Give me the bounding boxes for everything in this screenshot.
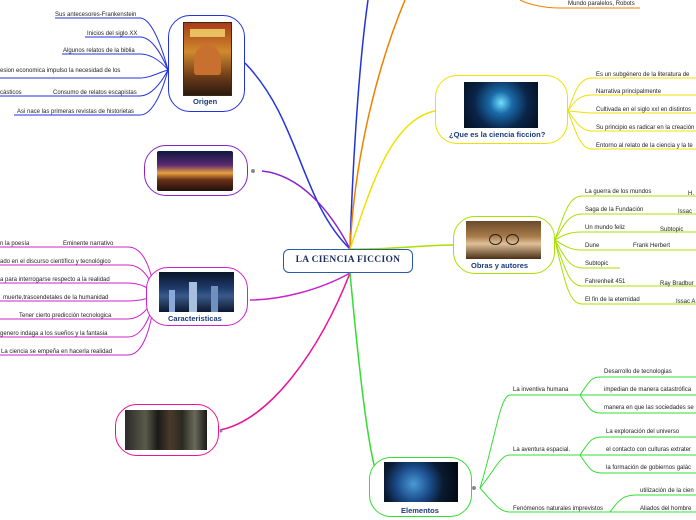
obra-author: Subtopic <box>660 227 684 233</box>
obra-author: Issac <box>678 209 693 215</box>
city-night-image <box>159 272 234 312</box>
elementos-item: la formación de gobiernos galác <box>606 465 692 471</box>
que-es-item: Cultivada en el siglo xxI en distintos <box>596 107 692 113</box>
top-orange-item: Mundo paralelos, Robots <box>568 1 635 7</box>
elementos-item: impedian de manera catastrófica <box>604 387 692 393</box>
origen-book-cover-image <box>183 22 232 96</box>
caracteristica-item: Eminente narrativo <box>63 241 114 247</box>
obra-work: El fin de la eternidad <box>585 297 640 303</box>
origen-subitem: cásticos <box>0 90 22 96</box>
elementos-item: La exploración del universo <box>606 429 680 435</box>
obra-work: Un mundo feliz <box>585 225 626 231</box>
que-es-book-image <box>464 82 538 128</box>
planet-space-image <box>384 462 458 502</box>
que-es-item: Narrativa principalmente <box>596 89 662 95</box>
caracteristica-item: a para interrogarse respecto a la realid… <box>0 277 110 283</box>
author-portrait-image <box>466 221 541 259</box>
origen-item: Asi nace las primeras revistas de histor… <box>17 109 135 115</box>
elementos-item: Desarrollo de tecnologias <box>604 369 672 375</box>
caracteristicas-title: Caracteristicas <box>168 314 222 323</box>
caracteristica-item: muerte,trascendetales de la humanidad <box>3 295 109 301</box>
obra-author: Ray Bradbur <box>660 281 694 287</box>
origen-item: Consumo de relatos escapistas <box>53 90 137 96</box>
obra-work: La guerra de los mundos <box>585 189 652 195</box>
obra-author: H. <box>688 191 694 197</box>
que-es-item: Es un subgénero de la literatura de <box>596 72 690 78</box>
elementos-group-label: Fenómenos naturales imprevistos <box>513 506 604 512</box>
obra-work: Subtopic <box>585 261 609 267</box>
origen-item: Algunos relatos de la biblia <box>63 48 135 54</box>
elementos-item: utilización de la cien <box>640 488 694 494</box>
obra-author: Issac A <box>676 299 696 305</box>
elementos-group-label: La aventura espacial. <box>513 447 571 453</box>
central-topic[interactable]: LA CIENCIA FICCION <box>283 249 413 273</box>
origen-item: Inicios del siglo XX <box>87 31 138 37</box>
caracteristica-item: Tener cierto predicción tecnologica <box>19 313 112 319</box>
origen-title: Origen <box>193 97 218 106</box>
que-es-item: Entorno al relato de la ciencia y la te <box>596 143 693 149</box>
obra-author: Frank Herbert <box>633 243 671 249</box>
origen-item: Sus antecesores-Frankenstein <box>55 12 137 18</box>
obra-work: Dune <box>585 243 600 249</box>
movie-stills-image <box>125 410 207 450</box>
elementos-item: manera en que las sociedades se <box>604 405 694 411</box>
que-es-title: ¿Que es la ciencia ficcion? <box>449 130 546 139</box>
obra-work: Fahrenheit 451 <box>585 279 626 285</box>
elementos-group-label: La inventiva humana <box>513 387 569 393</box>
caracteristica-left: n la poesía <box>0 241 30 247</box>
origen-item: esion economica impulso la necesidad de … <box>0 68 121 74</box>
elementos-item: el contacto con culturas extrater <box>606 447 692 453</box>
elementos-item: Aliados del hombre <box>640 506 692 512</box>
obras-title: Obras y autores <box>471 261 529 270</box>
elementos-title: Elementos <box>401 506 439 515</box>
landscape-image <box>157 151 233 191</box>
caracteristica-item: genero indaga a los sueños y la fantasia <box>0 331 108 337</box>
caracteristica-item: La ciencia se empeña en hacerla realidad <box>1 349 113 355</box>
caracteristica-item: ado en el discurso científico y tecnológ… <box>0 259 111 265</box>
obra-work: Saga de la Fundación <box>585 207 644 213</box>
que-es-item: Su principio es radicar en la creación <box>596 125 695 131</box>
